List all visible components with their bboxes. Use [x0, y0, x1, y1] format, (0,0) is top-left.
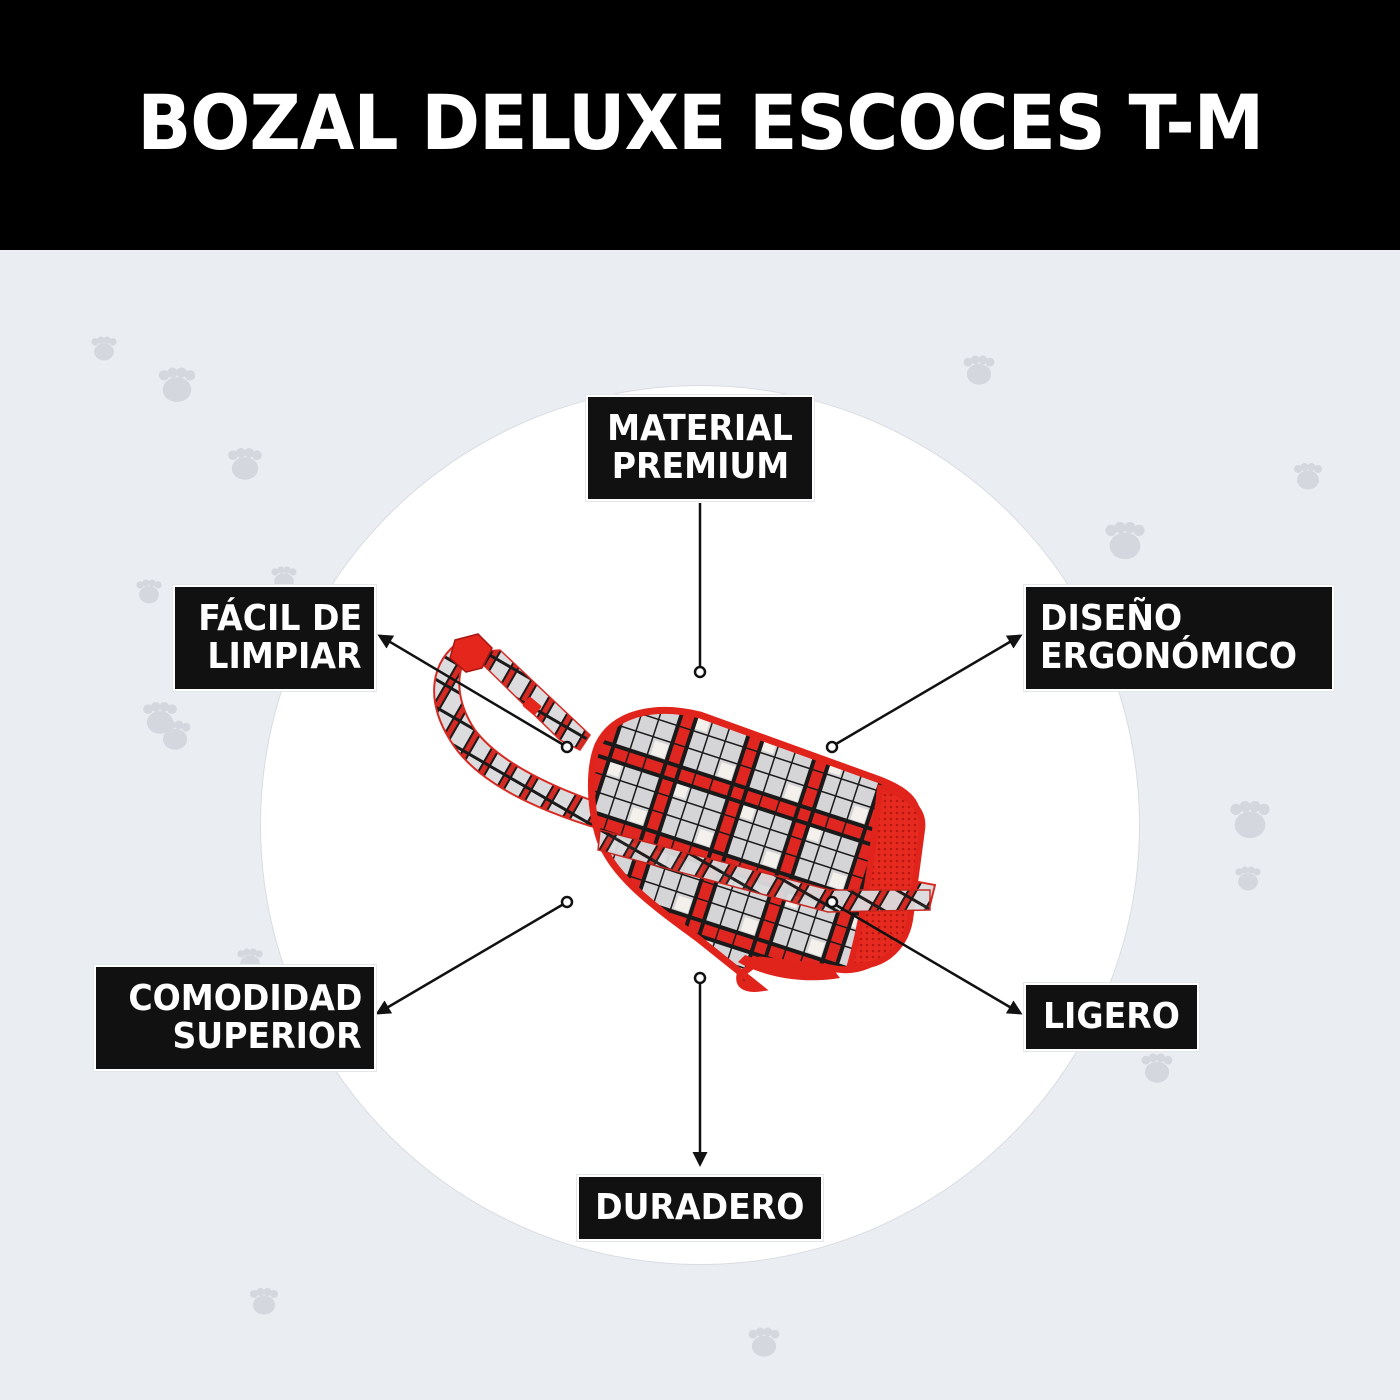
header-banner: BOZAL DELUXE ESCOCES T-M [0, 0, 1400, 250]
page-title: BOZAL DELUXE ESCOCES T-M [137, 77, 1264, 167]
feature-label-line: LIMPIAR [207, 636, 362, 677]
feature-label-line: FÁCIL DE [198, 598, 362, 639]
feature-label-diseno-ergonomico: DISEÑO ERGONÓMICO [1024, 585, 1334, 691]
product-spotlight-circle [261, 386, 1139, 1264]
feature-label-comodidad-superior: COMODIDAD SUPERIOR [94, 965, 376, 1071]
feature-label-line: MATERIAL [607, 408, 793, 449]
feature-label-line: COMODIDAD [127, 978, 362, 1019]
feature-label-line: PREMIUM [611, 446, 789, 487]
feature-label-ligero: LIGERO [1024, 983, 1199, 1051]
feature-label-line: DISEÑO [1040, 598, 1183, 639]
feature-label-line: SUPERIOR [172, 1016, 362, 1057]
feature-label-line: LIGERO [1043, 996, 1180, 1037]
feature-label-facil-de-limpiar: FÁCIL DE LIMPIAR [173, 585, 376, 691]
feature-label-duradero: DURADERO [577, 1175, 823, 1241]
feature-label-line: DURADERO [595, 1187, 805, 1228]
feature-label-material-premium: MATERIAL PREMIUM [586, 395, 814, 501]
feature-label-line: ERGONÓMICO [1040, 636, 1298, 677]
